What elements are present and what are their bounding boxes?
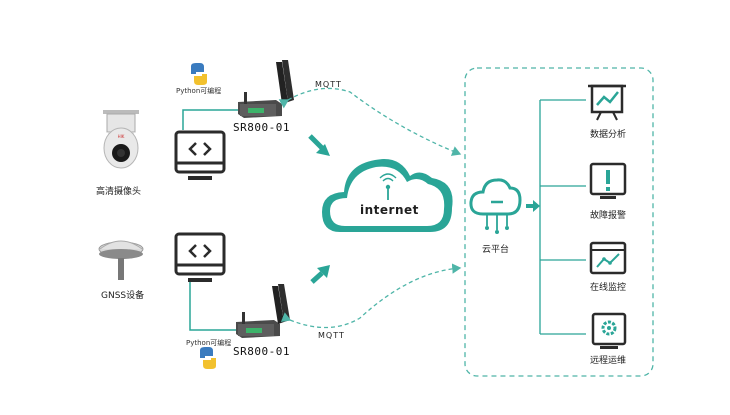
- svg-text:HIK: HIK: [118, 134, 125, 139]
- python-logo-icon-top: [191, 63, 207, 85]
- service-tree-lines: [539, 99, 586, 335]
- service-label-data-analysis: 数据分析: [590, 130, 627, 140]
- presentation-chart-icon: [588, 84, 626, 121]
- cloud-platform-label: 云平台: [482, 245, 510, 255]
- python-label-top: Python可编程: [176, 87, 222, 95]
- cloud-platform-container: [464, 67, 654, 377]
- internet-label: internet: [360, 203, 419, 217]
- line-chart-window-icon: [589, 241, 627, 275]
- python-label-bottom: Python可编程: [186, 339, 232, 347]
- gnss-antenna-icon: [98, 240, 144, 280]
- service-label-fault-alarm: 故障报警: [590, 211, 627, 221]
- terminal-monitor-icon-bottom: [174, 232, 226, 282]
- cloud-platform-icon: [469, 178, 522, 234]
- mqtt-label-top: MQTT: [315, 80, 342, 89]
- mqtt-label-bottom: MQTT: [318, 331, 345, 340]
- arrow-bottom-to-internet: [310, 265, 330, 284]
- router-icon-top: [238, 60, 294, 118]
- connector-bottom: [189, 280, 240, 331]
- gnss-label: GNSS设备: [101, 291, 145, 301]
- arrow-platform-to-services: [526, 200, 540, 212]
- camera-icon: HIK: [103, 110, 139, 169]
- alert-exclamation-icon: [589, 162, 627, 199]
- mqtt-link-top: [278, 87, 462, 156]
- mqtt-link-bottom: [280, 263, 462, 329]
- service-label-remote-ops: 远程运维: [590, 356, 627, 366]
- router-name-top: SR800-01: [233, 121, 290, 134]
- service-label-online-monitor: 在线监控: [590, 283, 627, 293]
- gear-settings-icon: [591, 312, 627, 349]
- router-icon-bottom: [236, 284, 290, 338]
- arrow-top-to-internet: [308, 134, 330, 156]
- router-name-bottom: SR800-01: [233, 345, 290, 358]
- internet-cloud-icon: [322, 159, 453, 232]
- terminal-monitor-icon-top: [174, 130, 226, 180]
- python-logo-icon-bottom: [200, 347, 216, 369]
- connector-top: [182, 109, 244, 130]
- camera-label: 高清摄像头: [96, 187, 142, 197]
